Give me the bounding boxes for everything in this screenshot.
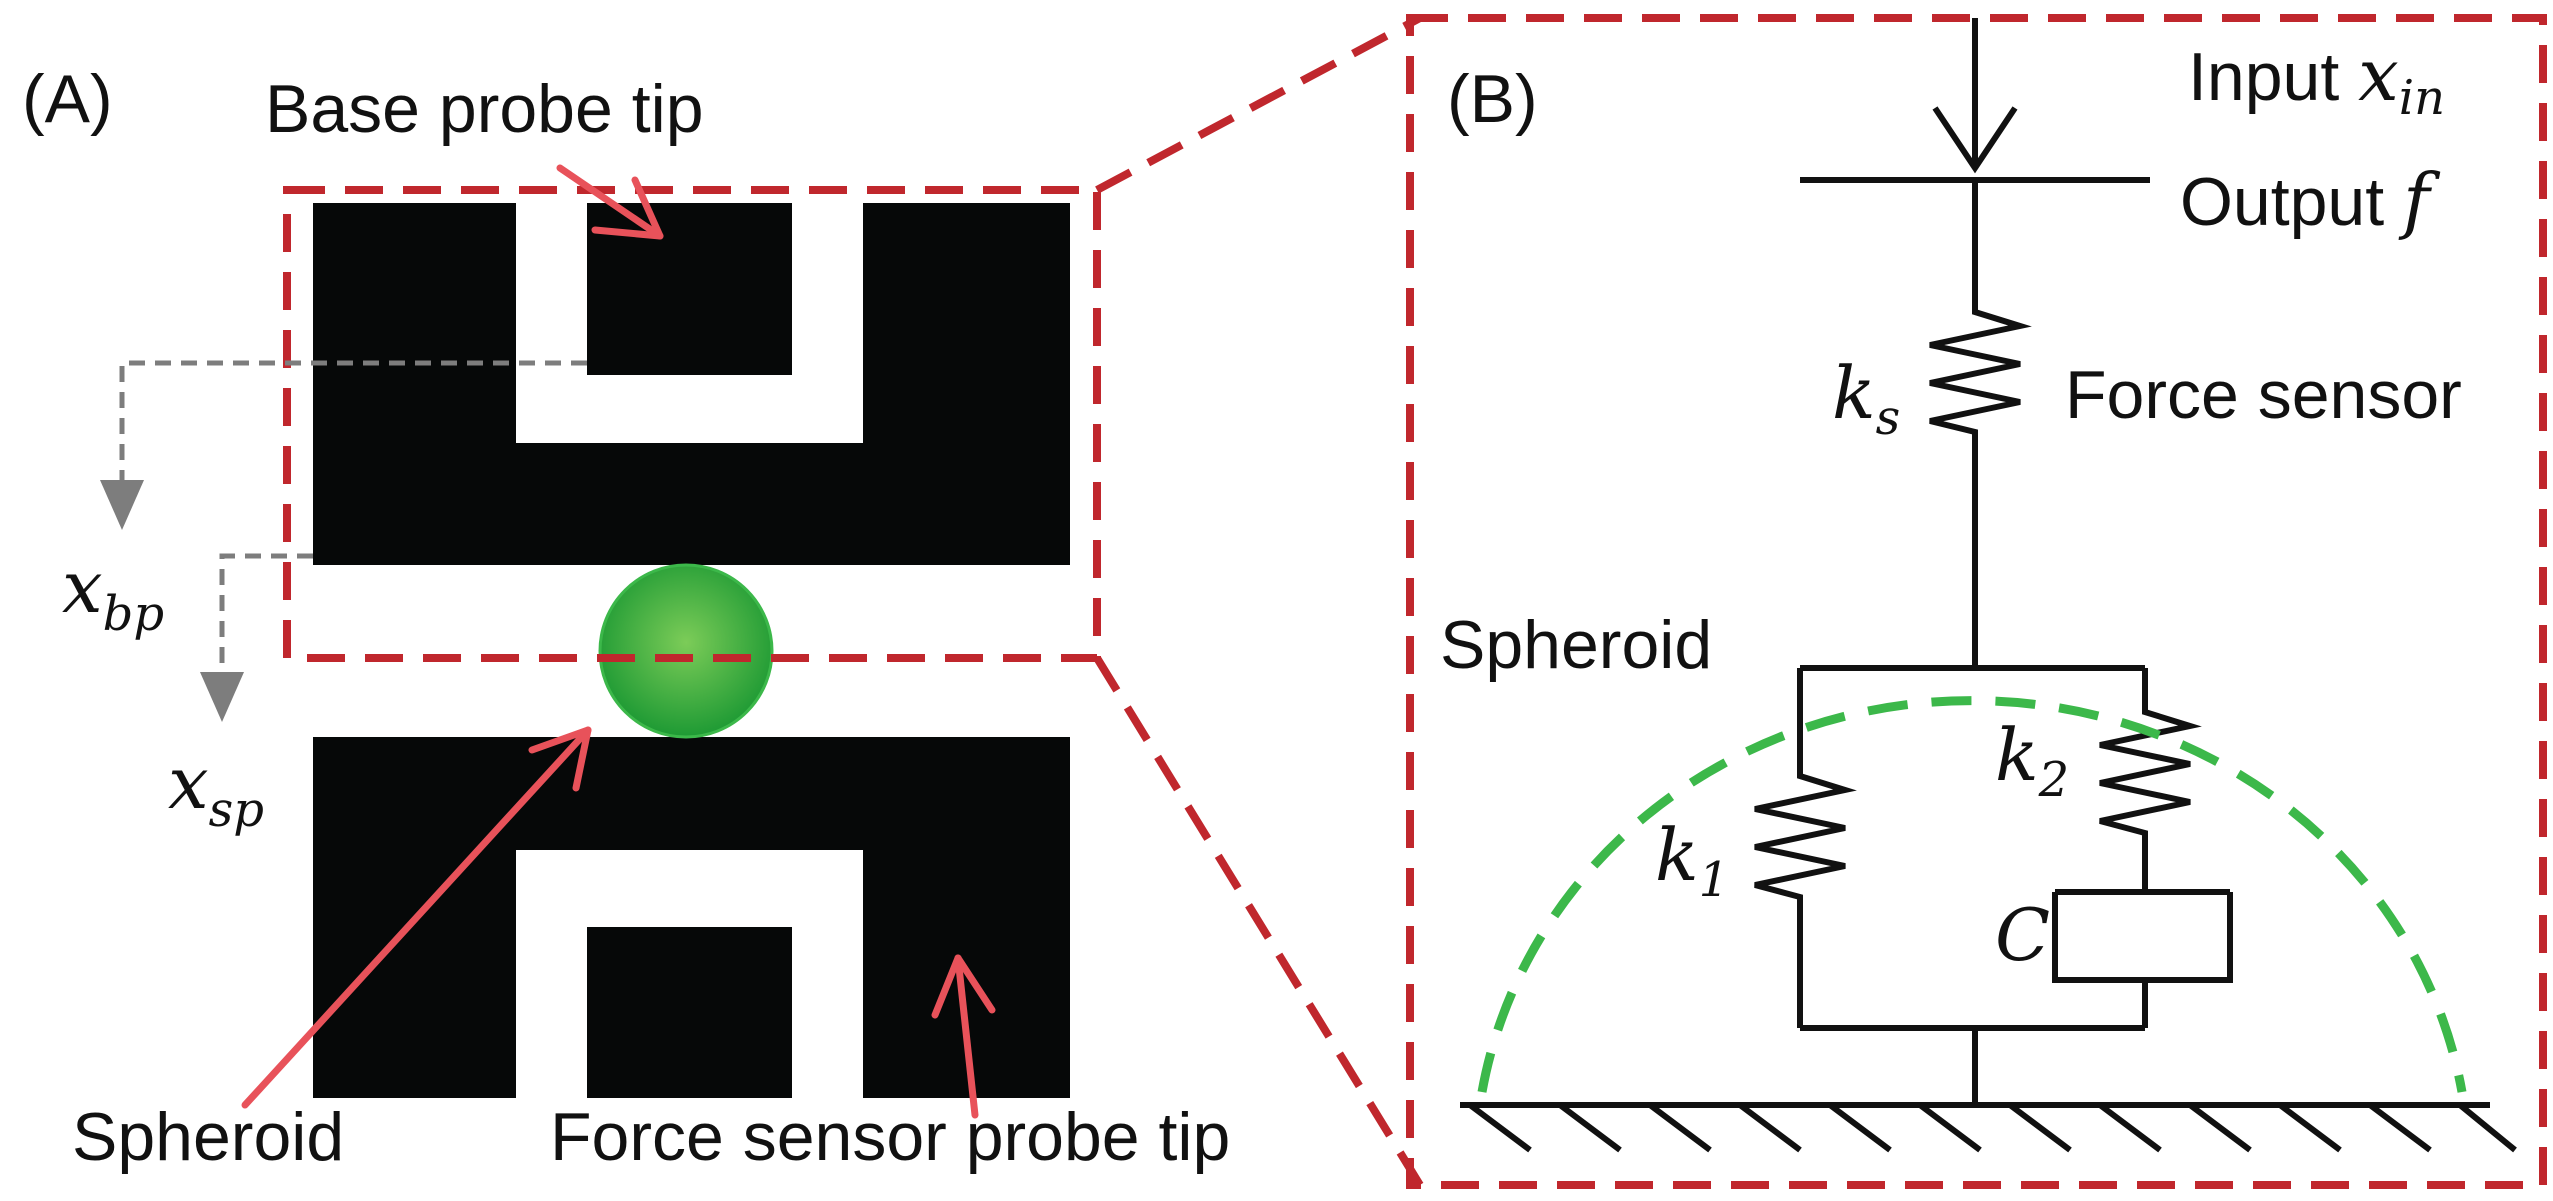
spheroid-label-b: Spheroid xyxy=(1440,607,1712,683)
input-arrow-icon xyxy=(1932,18,2018,174)
x-bp-arrowhead-icon xyxy=(100,480,144,530)
spheroid-boundary-arc xyxy=(1477,696,2467,1093)
force-sensor-probe-tip-label: Force sensor probe tip xyxy=(550,1099,1230,1175)
x-sp-arrowhead-icon xyxy=(200,672,244,722)
panel-a: (A) Base probe tip xbp xsp Sph xyxy=(22,14,1424,1188)
panel-a-label: (A) xyxy=(22,61,113,137)
force-sensor-probe-tip xyxy=(587,927,792,1098)
k2-spring-icon xyxy=(2099,668,2202,892)
force-sensor-spring-icon xyxy=(1929,180,2032,668)
zoom-region-box xyxy=(283,186,1101,662)
base-probe-pointer-arrow xyxy=(556,164,664,240)
panel-b-label: (B) xyxy=(1447,61,1538,137)
force-sensor-label: Force sensor xyxy=(2065,357,2462,433)
panel-b-frame xyxy=(1406,14,2547,1189)
force-sensor-u-frame xyxy=(313,737,1070,1098)
zoom-connector-bottom xyxy=(1093,655,1424,1188)
spheroid-label-a: Spheroid xyxy=(72,1099,344,1175)
x-bp-label: xbp xyxy=(62,545,164,642)
x-bp-displacement-arrow xyxy=(119,360,587,492)
k1-label: k1 xyxy=(1655,813,1729,908)
x-sp-label: xsp xyxy=(168,741,264,838)
x-sp-displacement-arrow xyxy=(219,553,313,682)
damper-icon xyxy=(2052,889,2233,1028)
k2-label: k2 xyxy=(1995,713,2069,808)
k-s-label: ks xyxy=(1832,351,1900,446)
base-probe-tip-label: Base probe tip xyxy=(265,71,704,147)
damper-label: C xyxy=(1995,893,2050,977)
force-sensor-pointer-arrow xyxy=(931,954,996,1119)
k1-spring-icon xyxy=(1754,668,1857,1028)
output-label: Output f xyxy=(2180,158,2441,242)
spheroid-circle xyxy=(598,563,774,739)
ground-hatch-icon xyxy=(1468,1102,2517,1153)
zoom-connector-top xyxy=(1095,14,1422,194)
base-probe-u-frame xyxy=(313,203,1070,565)
input-label: Input xin xyxy=(2188,33,2445,126)
panel-b: (B) xyxy=(1406,14,2547,1189)
spheroid-pointer-arrow xyxy=(241,726,592,1109)
